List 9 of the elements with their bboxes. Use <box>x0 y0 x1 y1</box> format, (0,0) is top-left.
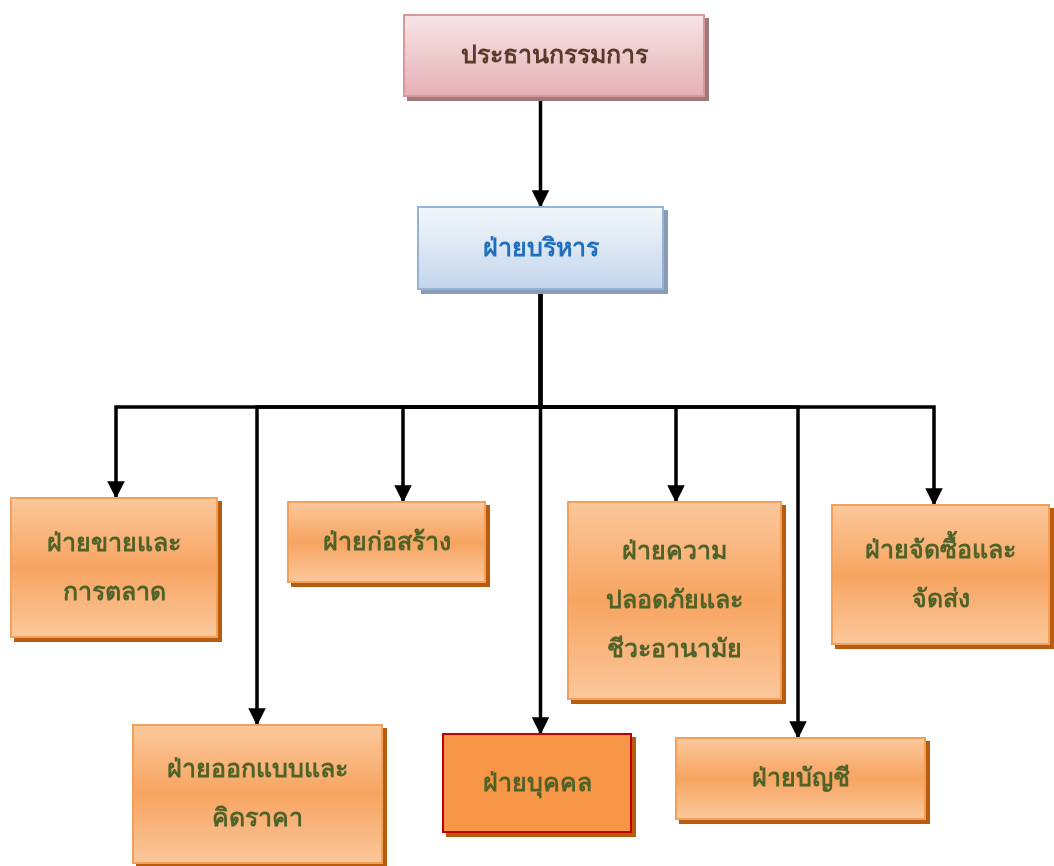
department-name: ฝ่ายขายและการตลาด <box>46 526 182 608</box>
department-name: ฝ่ายก่อสร้าง <box>322 525 451 558</box>
department-name: ฝ่ายความปลอดภัยและชีวะอานามัย <box>605 535 744 665</box>
department-name: ฝ่ายบัญชี <box>751 762 850 795</box>
department-name: ฝ่ายออกแบบและคิดราคา <box>166 753 349 834</box>
department-name: ฝ่ายบริหาร <box>482 231 599 264</box>
department-name: ฝ่ายจัดซื้อและจัดส่ง <box>853 525 1028 624</box>
department-name: ฝ่ายบุคคล <box>482 766 592 801</box>
department-name: ประธานกรรมการ <box>460 39 648 72</box>
